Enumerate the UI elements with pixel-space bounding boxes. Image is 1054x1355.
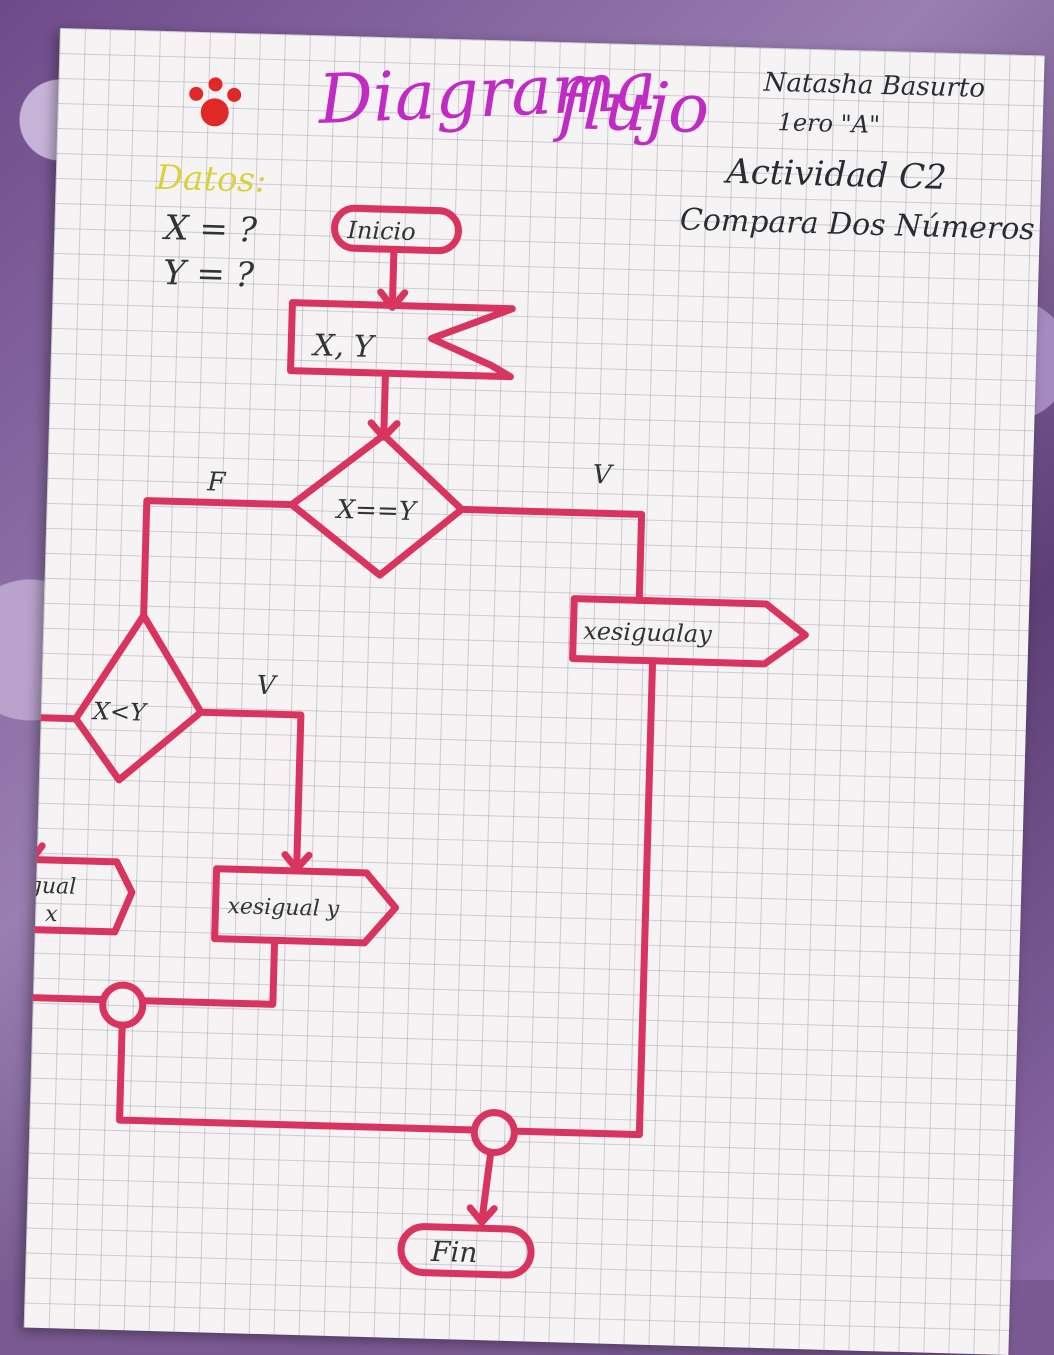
connector-left-join xyxy=(23,925,107,1004)
decision1-diamond xyxy=(288,431,466,579)
connector-input-decision1 xyxy=(380,369,389,439)
end-terminal xyxy=(397,1223,535,1279)
input-label: X, Y xyxy=(311,328,377,365)
decision1-false-label: F xyxy=(206,467,227,498)
decision2-label: X<Y xyxy=(91,697,149,727)
input-box xyxy=(287,299,516,381)
connector-equal-down xyxy=(635,657,657,1139)
output-right-label: xesigual y xyxy=(227,894,340,922)
connector-to-end xyxy=(478,1148,495,1224)
decision2-true-label: V xyxy=(256,671,278,702)
output-equal-box xyxy=(569,595,809,668)
join-connector-left xyxy=(99,981,147,1029)
connector-decision1-false xyxy=(140,497,296,620)
output-equal-label: xesigualay xyxy=(583,617,713,649)
connector-start-input xyxy=(388,245,398,309)
output-left-label-line2: x xyxy=(45,902,59,927)
connector-decision1-true xyxy=(458,505,646,604)
decision1-label: X==Y xyxy=(334,495,419,527)
start-label: Inicio xyxy=(346,216,416,246)
graph-paper-sheet: Diagrama flujo Natasha Basurto 1ero "A" … xyxy=(23,28,1045,1355)
end-label: Fin xyxy=(430,1235,478,1269)
arrow-head-icon xyxy=(466,1204,498,1226)
output-left-box xyxy=(23,854,136,936)
connector-left-bottom xyxy=(116,1021,478,1134)
output-right-box xyxy=(211,865,400,947)
decision1-true-label: V xyxy=(592,460,614,491)
connector-right-bottom xyxy=(510,1127,643,1139)
paw-print-icon xyxy=(189,77,242,127)
decision2-diamond xyxy=(72,612,205,784)
connector-right-join xyxy=(139,936,279,1008)
flowchart: Inicio X, Y X==Y F V xesigualay X<Y V ye… xyxy=(23,204,809,1279)
join-connector-bottom xyxy=(470,1109,518,1157)
connector-decision2-true xyxy=(197,708,305,871)
